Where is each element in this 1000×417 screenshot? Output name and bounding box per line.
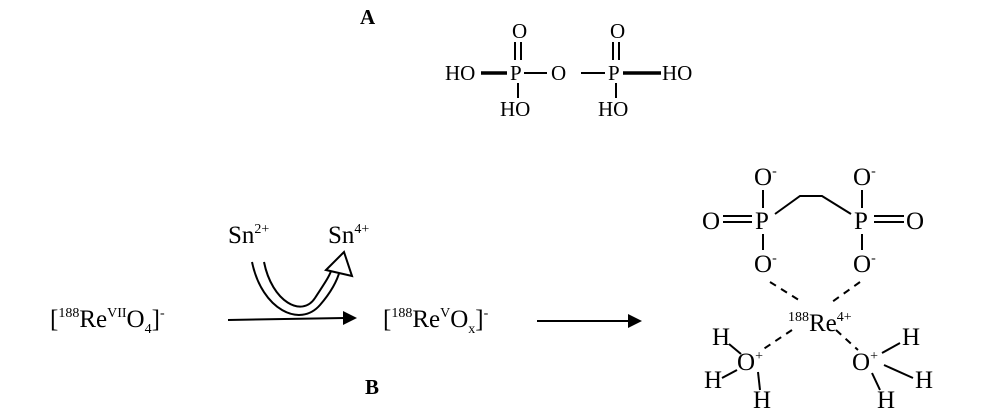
o-minus-lower-left: O- xyxy=(754,251,777,278)
ho-right: HO xyxy=(662,61,692,85)
o-plus-left: O+ xyxy=(737,349,763,376)
o-left-double: O xyxy=(702,208,720,235)
svg-text:[188ReVOx]-: [188ReVOx]- xyxy=(383,306,489,337)
o-plus-right: O+ xyxy=(852,349,878,376)
reaction-arrow-2-head xyxy=(628,314,642,328)
h-right-upper: H xyxy=(902,324,920,351)
o-bridge: O xyxy=(551,61,566,85)
h-right-bottom: H xyxy=(877,387,895,414)
re-center: 188Re4+ xyxy=(788,310,852,337)
o-right-double: O xyxy=(906,208,924,235)
o-minus-lower-right: O- xyxy=(853,251,876,278)
sn-oxidation-curved-arrow xyxy=(251,250,354,316)
o-top-right: O xyxy=(610,19,625,43)
h-left-bottom: H xyxy=(753,387,771,414)
h-left-upper: H xyxy=(712,324,730,351)
perrhenate-reactant: [188ReVIIO4]- xyxy=(50,306,165,337)
ho-bottom-left: HO xyxy=(500,97,530,121)
reaction-arrow-1-head xyxy=(343,311,357,325)
h-right-lower: H xyxy=(915,367,933,394)
sn2-label: Sn2+ xyxy=(228,222,269,249)
p-right-complex: P xyxy=(854,208,868,235)
p-left: P xyxy=(510,61,522,85)
reaction-arrow-1 xyxy=(227,317,346,321)
svg-text:[188ReVIIO4]-: [188ReVIIO4]- xyxy=(50,306,165,337)
p-right: P xyxy=(608,61,620,85)
pyrophosphate-structure: HO P O P HO O O HO HO xyxy=(445,19,692,121)
p-left-complex: P xyxy=(755,208,769,235)
ho-bottom-right: HO xyxy=(598,97,628,121)
panel-label-b: B xyxy=(365,375,379,399)
rhenium-v-intermediate: [188ReVOx]- xyxy=(383,306,489,337)
o-minus-top-right: O- xyxy=(853,164,876,191)
ho-left: HO xyxy=(445,61,475,85)
panel-label-a: A xyxy=(360,5,376,29)
o-minus-top-left: O- xyxy=(754,164,777,191)
sn4-label: Sn4+ xyxy=(328,222,369,249)
o-top-left: O xyxy=(512,19,527,43)
rhenium-complex: O- O- P P O O O- O- 188Re4+ O+ H H H xyxy=(702,164,933,414)
h-left-lower: H xyxy=(704,367,722,394)
